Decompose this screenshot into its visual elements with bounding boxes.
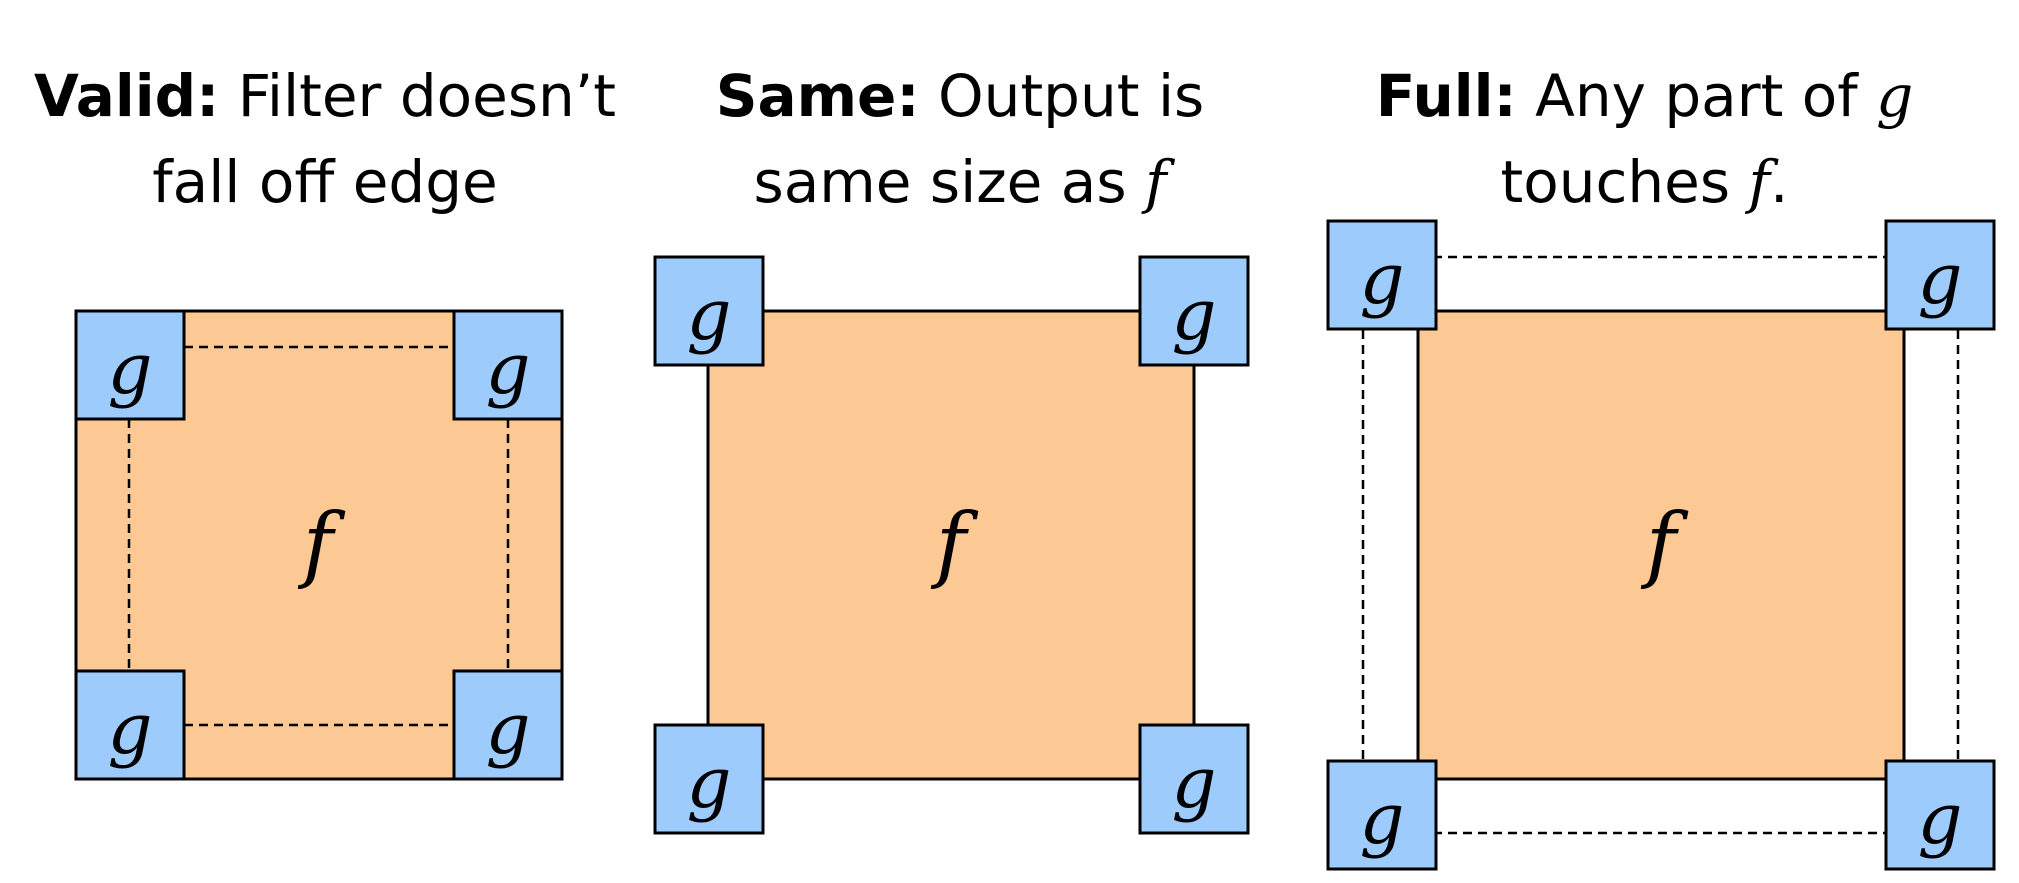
g-filter-top-left xyxy=(653,255,765,367)
g-label-bottom-left: g xyxy=(1360,778,1405,860)
panel-full-title-bold: Full: xyxy=(1375,62,1517,130)
f-region xyxy=(1416,309,1906,781)
panel-full: Full: Any part of g touches f. f g g g g xyxy=(1270,0,2019,883)
panel-valid: Valid: Filter doesn’t fall off edge f g … xyxy=(0,0,650,883)
panel-full-diagram: f g g g g xyxy=(1326,219,1996,871)
g-label-bottom-left: g xyxy=(108,688,153,770)
panel-valid-title-line1: Valid: Filter doesn’t xyxy=(0,53,650,139)
g-filter-bottom-right xyxy=(1138,723,1250,835)
g-label-top-left: g xyxy=(1360,238,1405,320)
g-filter-top-right xyxy=(1884,219,1996,331)
panel-full-title: Full: Any part of g touches f. xyxy=(1270,53,2019,225)
g-filter-bottom-right xyxy=(1884,759,1996,871)
g-label-top-right: g xyxy=(486,328,531,410)
panel-same: Same: Output is same size as f f g g g g xyxy=(650,0,1270,883)
g-filter-bottom-left xyxy=(653,723,765,835)
panel-same-title-line1: Same: Output is xyxy=(650,53,1270,139)
g-label-bottom-left: g xyxy=(687,742,732,824)
g-filter-bottom-right xyxy=(452,669,564,781)
g-filter-bottom-left xyxy=(1326,759,1438,871)
f-region xyxy=(706,309,1196,781)
panel-same-title-line2: same size as f xyxy=(650,139,1270,225)
g-label-bottom-right: g xyxy=(486,688,531,770)
panel-full-title-line1: Full: Any part of g xyxy=(1270,53,2019,139)
panel-same-diagram: f g g g g xyxy=(653,255,1250,835)
g-filter-top-left xyxy=(74,309,186,421)
panel-valid-diagram: f g g g g xyxy=(74,309,564,781)
panel-full-title-line2: touches f. xyxy=(1270,139,2019,225)
panel-full-title-rest: Any part of xyxy=(1516,62,1877,130)
g-label-top-right: g xyxy=(1918,238,1963,320)
g-filter-top-left xyxy=(1326,219,1438,331)
panel-full-title-f: f xyxy=(1748,148,1770,216)
panel-valid-title-bold: Valid: xyxy=(34,62,220,130)
panel-full-title-g: g xyxy=(1876,62,1914,130)
panel-same-title-rest: Output is xyxy=(919,62,1205,130)
panel-valid-title-line2: fall off edge xyxy=(152,148,498,216)
panel-same-title-line2-text: same size as xyxy=(753,148,1145,216)
g-label-top-left: g xyxy=(687,274,732,356)
panel-same-title: Same: Output is same size as f xyxy=(650,53,1270,225)
g-label-bottom-right: g xyxy=(1918,778,1963,860)
panel-valid-title: Valid: Filter doesn’t fall off edge xyxy=(0,53,650,225)
panel-same-title-bold: Same: xyxy=(715,62,920,130)
panel-full-title-period: . xyxy=(1770,148,1789,216)
g-label-top-left: g xyxy=(108,328,153,410)
panel-same-title-f: f xyxy=(1145,148,1167,216)
g-filter-top-right xyxy=(452,309,564,421)
g-filter-top-right xyxy=(1138,255,1250,367)
g-filter-bottom-left xyxy=(74,669,186,781)
g-label-top-right: g xyxy=(1172,274,1217,356)
g-label-bottom-right: g xyxy=(1172,742,1217,824)
panel-full-title-line2-text: touches xyxy=(1500,148,1749,216)
panel-valid-title-rest: Filter doesn’t xyxy=(219,62,616,130)
